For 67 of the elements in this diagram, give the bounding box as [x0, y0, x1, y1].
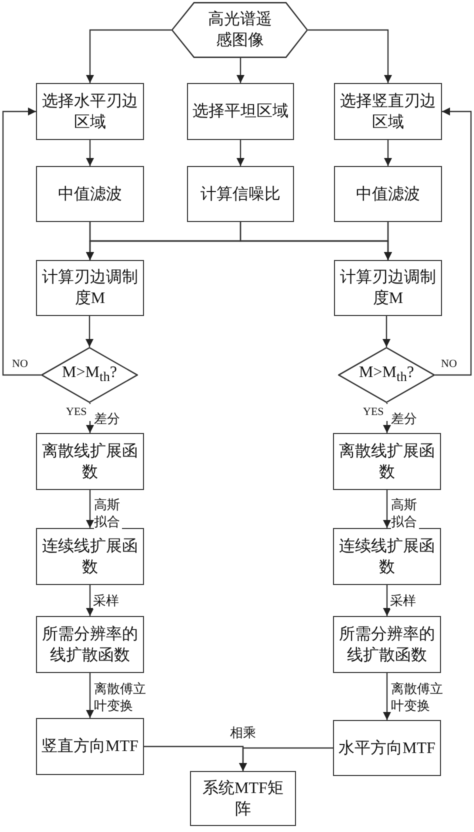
node-text: 所需分辨率的线扩散函数: [338, 624, 436, 666]
process-box: [334, 83, 442, 140]
node-text: 选择竖直刃边区域: [339, 92, 437, 132]
node-text: 离散线扩展函数: [338, 442, 436, 482]
node-text: 水平方向MTF: [338, 738, 436, 758]
node-text: 计算信噪比: [200, 184, 280, 204]
node-text: 所需分辨率的线扩散函数: [41, 624, 139, 666]
process-box: [36, 260, 144, 316]
process-box: [334, 166, 442, 222]
edge-label: 采样: [93, 592, 121, 609]
node-text: 选择水平刃边区域: [41, 92, 139, 132]
process-box: [333, 433, 441, 490]
arrow: [383, 490, 391, 528]
decision-diamond: [41, 347, 138, 403]
process-box: [36, 718, 144, 775]
node-text: 计算刃边调制度M: [41, 268, 139, 309]
arrow: [2, 108, 41, 376]
node-text: 系统MTF矩阵: [202, 778, 284, 820]
arrow: [384, 222, 392, 260]
process-box: [333, 720, 441, 776]
arrow: [308, 29, 392, 83]
node-text: 中值滤波: [356, 184, 420, 204]
arrow: [86, 316, 94, 347]
arrow: [382, 316, 390, 347]
process-box: [36, 166, 144, 222]
edge-label: YES: [66, 404, 92, 421]
node-text: 高光谱遥感图像: [207, 10, 273, 51]
edge-label: 高斯拟合: [94, 496, 122, 530]
process-box: [334, 260, 442, 316]
process-box: [187, 166, 294, 222]
process-box: [333, 528, 441, 585]
arrow: [384, 140, 392, 166]
step-label: 差分: [94, 410, 120, 427]
arrow: [383, 585, 391, 616]
arrow: [435, 108, 472, 376]
condition-text: M>M$_{th}$?: [62, 363, 117, 387]
node-text: 离散线扩展函数: [41, 442, 139, 482]
start-hexagon: [172, 2, 308, 58]
edge-label: 采样: [390, 592, 418, 609]
arrow: [86, 673, 94, 718]
process-box: [36, 616, 144, 673]
arrow: [236, 140, 244, 166]
process-box: [333, 616, 441, 673]
node-text: 计算刃边调制度M: [339, 268, 437, 309]
process-box: [36, 528, 144, 585]
decision-diamond: [338, 347, 435, 403]
process-box: [36, 83, 144, 140]
arrow: [86, 490, 94, 528]
node-text: 连续线扩展函数: [41, 536, 139, 578]
arrow: [383, 673, 391, 720]
process-box: [187, 83, 294, 140]
arrow: [236, 58, 244, 83]
edge-label: 高斯拟合: [391, 496, 419, 530]
arrow: [86, 29, 172, 83]
process-box: [190, 771, 296, 826]
process-box: [36, 433, 144, 490]
node-text: 中值滤波: [58, 184, 122, 204]
condition-text: M>M$_{th}$?: [359, 363, 414, 387]
node-text: 竖直方向MTF: [42, 736, 138, 757]
arrow: [86, 585, 94, 616]
arrow: [239, 747, 333, 771]
step-label: 差分: [391, 410, 417, 427]
edge-label: 相乘: [228, 724, 258, 741]
arrow: [86, 140, 94, 166]
edge-label: YES: [363, 404, 389, 421]
node-text: 连续线扩展函数: [338, 536, 436, 578]
node-text: 选择平坦区域: [192, 102, 288, 122]
